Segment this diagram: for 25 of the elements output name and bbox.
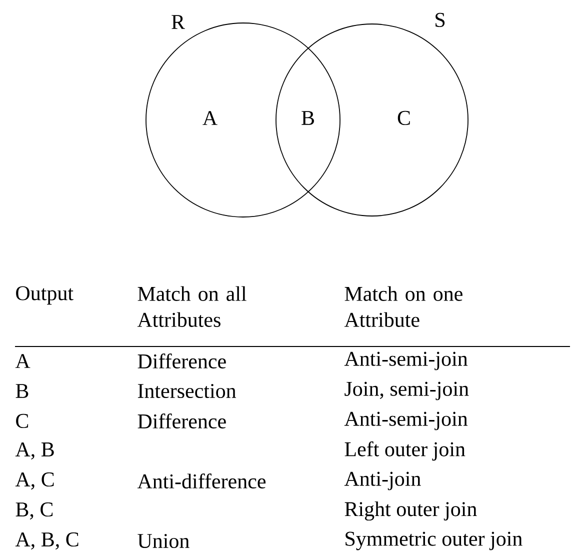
table-cell: Difference: [138, 354, 226, 368]
table-cell: A: [15, 354, 30, 368]
table-cell: Anti-semi-join: [344, 352, 468, 370]
table-cell: Join, semi-join: [344, 382, 469, 400]
column-header: Output: [16, 286, 74, 305]
table-cell: B, C: [16, 502, 53, 520]
table-cell: C: [16, 414, 28, 428]
table-cell: Right outer join: [344, 501, 477, 521]
region-label: B: [302, 111, 314, 125]
region-label: C: [398, 110, 410, 126]
region-label: A: [202, 111, 218, 125]
table-cell: Anti-join: [344, 472, 421, 490]
table-cell: Difference: [138, 414, 226, 428]
table-cell: Left outer join: [344, 441, 466, 461]
table-cell: A, B, C: [15, 532, 78, 550]
table-cell: A, B: [15, 442, 54, 460]
table-cell: Symmetric outer join: [346, 532, 522, 550]
table-cell: Union: [138, 534, 190, 548]
table-cell: A, C: [15, 472, 54, 490]
table-cell: Intersection: [138, 384, 236, 398]
table-cell: Anti-difference: [137, 474, 266, 488]
column-header: Match on all Attributes: [137, 286, 246, 327]
table-cell: Anti-semi-join: [344, 412, 468, 430]
column-header: Match on one Attribute: [344, 286, 462, 327]
table-cell: B: [16, 384, 28, 398]
